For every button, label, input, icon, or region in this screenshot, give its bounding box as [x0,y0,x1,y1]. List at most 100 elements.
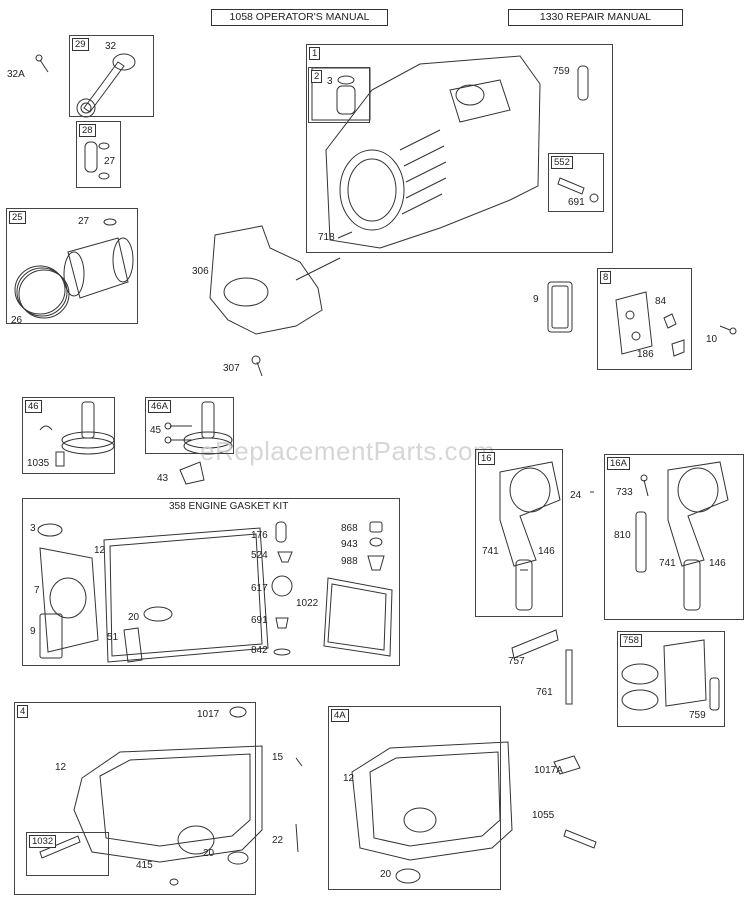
box-552[interactable] [548,153,604,212]
part-761[interactable]: 761 [536,687,553,698]
box-46a[interactable] [145,397,234,454]
box-label-4: 4 [17,705,29,718]
box-label-2: 2 [311,70,323,83]
part-7[interactable]: 7 [34,585,40,596]
part-51[interactable]: 51 [107,632,119,643]
part-306[interactable]: 306 [192,266,209,277]
part-43[interactable]: 43 [157,473,169,484]
part-1055[interactable]: 1055 [532,810,555,821]
part-415[interactable]: 415 [136,860,153,871]
part-32a[interactable]: 32A [7,69,25,80]
box-46[interactable] [22,397,115,474]
part-10[interactable]: 10 [706,334,718,345]
part-757[interactable]: 757 [508,656,525,667]
part-842[interactable]: 842 [251,645,268,656]
sump-4a-illustration [351,741,597,884]
box-label-28: 28 [79,124,96,137]
box-16[interactable] [475,449,563,617]
part-3[interactable]: 3 [30,523,36,534]
part-9[interactable]: 9 [533,294,539,305]
operators-manual-link[interactable]: 1058 OPERATOR'S MANUAL [211,9,388,26]
piston-pin-28-illustration [84,141,110,180]
sump-4-illustration [39,706,303,886]
box-29[interactable] [69,35,154,117]
part-24[interactable]: 24 [570,490,582,501]
rod-and-seal-758-illustration [511,629,720,711]
part-988[interactable]: 988 [341,556,358,567]
part-45[interactable]: 45 [150,425,162,436]
piston-rings-25-illustration [14,218,134,319]
part-12[interactable]: 12 [343,773,355,784]
gasket-kit-box[interactable] [22,498,400,666]
part-20[interactable]: 20 [380,869,392,880]
part-186[interactable]: 186 [637,349,654,360]
box-label-552: 552 [551,156,573,169]
breather-assembly-8-illustration [615,291,737,357]
crankshaft-16a-illustration [590,461,729,611]
box-4[interactable] [14,702,256,895]
box-4a[interactable] [328,706,501,890]
part-810[interactable]: 810 [614,530,631,541]
box-label-758: 758 [620,634,642,647]
part-176[interactable]: 176 [251,530,268,541]
part-12[interactable]: 12 [94,545,106,556]
part-1017a[interactable]: 1017A [534,765,563,776]
gasket-kit-358-illustration [37,521,393,663]
part-741[interactable]: 741 [659,558,676,569]
part-32[interactable]: 32 [105,41,117,52]
watermark: eReplacementParts.com [200,436,496,466]
box-8[interactable] [597,268,692,370]
gasket-kit-title: 358 ENGINE GASKET KIT [169,501,289,512]
box-1[interactable] [306,44,613,253]
part-691[interactable]: 691 [251,615,268,626]
part-868[interactable]: 868 [341,523,358,534]
part-741[interactable]: 741 [482,546,499,557]
part-759[interactable]: 759 [689,710,706,721]
box-label-29: 29 [72,38,89,51]
repair-manual-link[interactable]: 1330 REPAIR MANUAL [508,9,683,26]
part-759[interactable]: 759 [553,66,570,77]
box-label-4a: 4A [331,709,349,722]
part-733[interactable]: 733 [616,487,633,498]
part-943[interactable]: 943 [341,539,358,550]
box-28[interactable] [76,121,121,188]
part-307[interactable]: 307 [223,363,240,374]
part-15[interactable]: 15 [272,752,284,763]
box-16a[interactable] [604,454,744,620]
box-label-46: 46 [25,400,42,413]
box-758[interactable] [617,631,725,727]
part-22[interactable]: 22 [272,835,284,846]
part-20[interactable]: 20 [203,848,215,859]
box-25[interactable] [6,208,138,324]
part-146[interactable]: 146 [538,546,555,557]
box-label-16a: 16A [607,457,630,470]
part-27[interactable]: 27 [104,156,116,167]
part-691[interactable]: 691 [568,197,585,208]
part-718[interactable]: 718 [318,232,335,243]
box-label-25: 25 [9,211,26,224]
part-1017[interactable]: 1017 [197,709,220,720]
part-146[interactable]: 146 [709,558,726,569]
part-27[interactable]: 27 [78,216,90,227]
part-1035[interactable]: 1035 [27,458,50,469]
part-20[interactable]: 20 [128,612,140,623]
connecting-rod-29-illustration [35,53,136,118]
part-1022[interactable]: 1022 [296,598,319,609]
part-12[interactable]: 12 [55,762,67,773]
cylinder-block-1-illustration [311,55,599,249]
box-2[interactable] [308,67,370,123]
part-9[interactable]: 9 [30,626,36,637]
camshaft-46a-illustration [164,401,233,485]
box-label-8: 8 [600,271,612,284]
breather-gasket-9-illustration [547,281,573,333]
breather-cover-306-illustration [209,225,341,377]
part-3[interactable]: 3 [327,76,333,87]
box-label-1032: 1032 [29,835,57,848]
part-26[interactable]: 26 [11,315,23,326]
part-84[interactable]: 84 [655,296,667,307]
box-1032[interactable] [26,832,109,876]
part-617[interactable]: 617 [251,583,268,594]
part-524[interactable]: 524 [251,550,268,561]
